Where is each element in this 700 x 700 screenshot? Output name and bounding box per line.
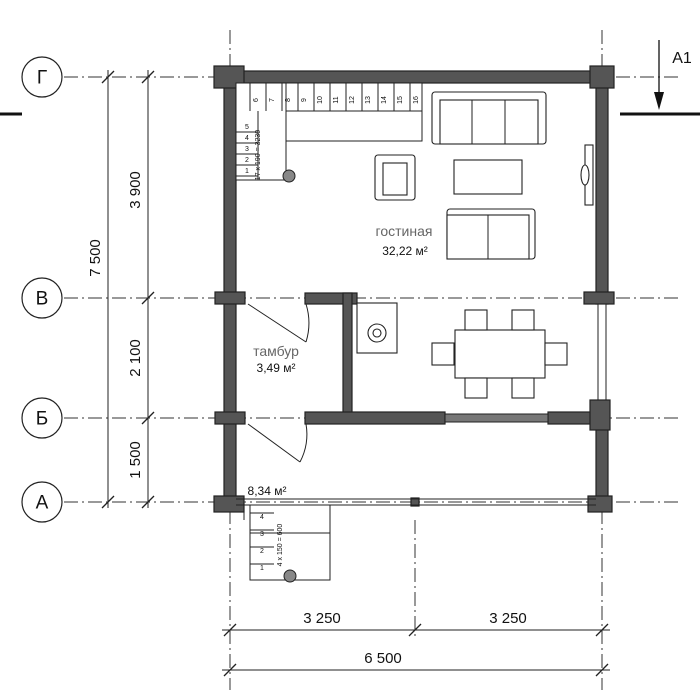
vertical-dimensions: 7 500 3 900 2 100 1 500 <box>87 70 155 509</box>
stove <box>356 302 398 354</box>
stair-step-number: 8 <box>285 98 292 102</box>
axis-bubble-v: В <box>21 277 63 319</box>
stair-step-number: 2 <box>245 157 249 164</box>
axis-label-v: В <box>36 289 49 310</box>
dim-vertical-1: 3 900 <box>127 171 144 209</box>
sofa-bottom <box>446 208 536 260</box>
stair-step-number: 3 <box>260 531 264 538</box>
dim-total-vertical: 7 500 <box>87 239 104 277</box>
stair-step-number: 14 <box>381 96 388 104</box>
dim-vertical-3: 1 500 <box>127 441 144 479</box>
dim-horizontal-2: 3 250 <box>489 610 527 627</box>
section-arrow-icon <box>654 92 664 110</box>
window-east <box>597 303 607 405</box>
stair-step-number: 13 <box>365 96 372 104</box>
living-room-name: гостиная <box>376 223 433 239</box>
vestibule-name: тамбур <box>253 343 299 359</box>
stair-step-number: 6 <box>253 98 260 102</box>
stair-step-number: 15 <box>397 96 404 104</box>
armchair <box>374 154 416 201</box>
stair-step-number: 9 <box>301 98 308 102</box>
stair-step-number: 5 <box>245 124 249 131</box>
stair-step-number: 1 <box>260 565 264 572</box>
wall-right-upper <box>595 70 609 305</box>
living-room-area: 32,22 м² <box>382 244 428 258</box>
doors <box>247 303 310 463</box>
dining-group <box>431 309 568 399</box>
stair-step-number: 12 <box>349 96 356 104</box>
partition-vestibule-side <box>342 292 353 414</box>
stair-step-number: 11 <box>333 96 340 103</box>
partition-vestibule-top <box>304 292 358 305</box>
stair-step-number: 16 <box>413 96 420 104</box>
horizontal-dimensions: 3 250 3 250 6 500 <box>222 610 610 677</box>
lower-stair-label: 4 x 150 = 600 <box>277 524 284 567</box>
dim-vertical-2: 2 100 <box>127 339 144 377</box>
stair-step-number: 4 <box>245 135 249 142</box>
axis-label-g: Г <box>37 68 47 89</box>
stair-step-number: 2 <box>260 548 264 555</box>
axis-label-b: Б <box>36 409 48 430</box>
stair-step-number: 4 <box>260 514 264 521</box>
axis-bubble-b: Б <box>21 397 63 439</box>
dim-horizontal-1: 3 250 <box>303 610 341 627</box>
section-mark-label: А1 <box>672 50 692 67</box>
axis-bubble-g: Г <box>21 56 63 98</box>
upper-stair-label: 17 x 190 = 3230 <box>255 130 262 181</box>
sofa-top <box>431 91 547 145</box>
vestibule-area: 3,49 м² <box>257 361 296 375</box>
tv-unit <box>580 144 594 206</box>
wall-b-left <box>304 411 446 425</box>
stair-step-number: 1 <box>245 168 249 175</box>
coffee-table <box>453 159 523 195</box>
axis-label-a: А <box>36 493 49 514</box>
lower-stair-marker <box>283 569 297 583</box>
section-mark: А1 <box>0 40 700 116</box>
window-b <box>444 413 549 423</box>
stair-step-number: 3 <box>245 146 249 153</box>
terrace-area: 8,34 м² <box>248 484 287 498</box>
stair-step-number: 10 <box>317 96 324 104</box>
lower-stair-steps: 1 2 3 4 <box>250 512 274 572</box>
stair-start-marker <box>282 169 296 183</box>
stair-step-number: 7 <box>269 98 276 102</box>
wall-top <box>221 70 611 84</box>
wall-left-upper <box>223 70 237 421</box>
lower-staircase: 1 2 3 4 4 x 150 = 600 <box>249 504 331 583</box>
axis-bubble-a: А <box>21 481 63 523</box>
dim-total-horizontal: 6 500 <box>364 650 402 667</box>
